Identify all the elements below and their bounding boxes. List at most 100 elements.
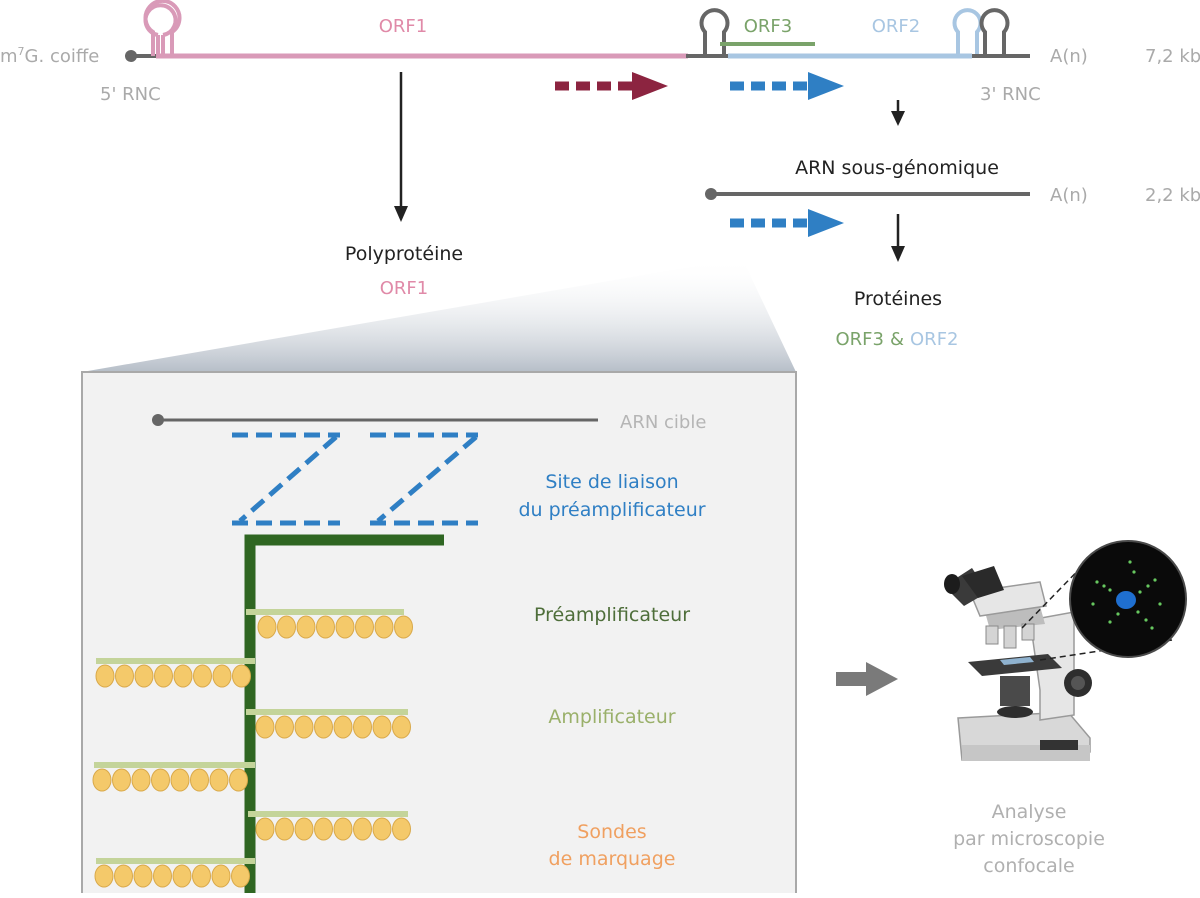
target-rna-label: ARN cible: [620, 412, 706, 433]
arrow-to-proteins: [891, 214, 905, 262]
orf3-label: ORF3: [744, 16, 792, 37]
microscope-stage-slide: [1000, 657, 1034, 665]
microscope-light: [997, 706, 1033, 718]
label-probe: [114, 864, 133, 888]
label-probe: [374, 615, 394, 639]
label-probe: [294, 817, 314, 841]
eyepiece-right: [962, 566, 1004, 598]
subgenomic-size: 2,2 kb: [1145, 185, 1200, 206]
proteins-orf3: ORF3: [835, 329, 883, 350]
label-probe: [133, 864, 153, 888]
label-probe: [190, 768, 209, 792]
stem-loop-3prime-grey: [979, 8, 1010, 56]
label-probe: [232, 664, 251, 688]
microscope-label-3: confocale: [983, 855, 1074, 877]
label-probe: [112, 768, 131, 792]
focus-knob-small: [1071, 676, 1085, 690]
label-probe: [229, 768, 248, 792]
signal-dots: [1091, 560, 1162, 630]
microscope-label-2: par microscopie: [953, 828, 1105, 850]
polya-label: A(n): [1050, 46, 1088, 67]
label-probe: [257, 615, 277, 639]
subgenomic-polya: A(n): [1050, 185, 1088, 206]
label-probe: [170, 768, 190, 792]
label-probe: [335, 615, 355, 639]
polyprotein-orf: ORF1: [380, 278, 428, 299]
binding-site-label-2: du préamplificateur: [518, 499, 705, 521]
label-probe: [151, 768, 170, 792]
objective-1: [985, 625, 999, 645]
label-probe: [212, 664, 232, 688]
utr3-label: 3' RNC: [980, 84, 1041, 105]
label-probe: [255, 817, 275, 841]
stem-loop-junction: [699, 8, 730, 56]
label-probe: [294, 715, 314, 739]
label-probe: [333, 817, 353, 841]
proteins-orfs: ORF3&ORF2: [835, 329, 958, 350]
label-probe: [153, 864, 172, 888]
preamplifier-label: Préamplificateur: [534, 604, 690, 626]
label-probe: [193, 664, 212, 688]
microscope-base-slot: [1040, 740, 1078, 750]
label-probe: [333, 715, 353, 739]
label-probe: [94, 864, 114, 888]
arrow-to-polyprotein: [394, 72, 408, 222]
arrow-to-subgenomic: [891, 100, 905, 126]
utr5-label: 5' RNC: [100, 84, 161, 105]
binding-site-z-pairs: [232, 432, 478, 526]
label-probe: [154, 664, 173, 688]
subgenomic-title: ARN sous-génomique: [795, 157, 999, 179]
stem-loop-5prime-left: [143, 0, 182, 56]
label-probe: [296, 615, 316, 639]
label-probe: [314, 715, 333, 739]
orf1-label: ORF1: [379, 16, 427, 37]
label-probe: [92, 768, 112, 792]
objective-3: [1021, 623, 1035, 641]
proteins-amp: &: [890, 329, 904, 350]
inset-panel: ARN cible Site de liaison du préamplific…: [81, 371, 797, 898]
arrow-to-microscope: [836, 662, 898, 696]
label-probe: [95, 664, 115, 688]
zoom-wedge: [82, 258, 796, 372]
label-probe: [211, 864, 231, 888]
label-probe: [355, 615, 374, 639]
probes-label-2: de marquage: [549, 848, 676, 870]
label-probe: [172, 864, 192, 888]
proteins-orf2: ORF2: [910, 329, 958, 350]
label-probe: [372, 715, 392, 739]
label-probe: [115, 664, 134, 688]
objective-2: [1003, 625, 1017, 649]
microscope-stage: [968, 654, 1062, 676]
label-probe: [314, 817, 333, 841]
label-probe: [134, 664, 154, 688]
label-probe: [372, 817, 392, 841]
label-probe: [209, 768, 229, 792]
translation-arrow-orf1: [555, 72, 668, 100]
proteins-title: Protéines: [854, 288, 942, 310]
cell-nucleus: [1116, 591, 1136, 609]
label-probe: [353, 817, 372, 841]
microscope-illustration: Analyse par microscopie confocale: [944, 540, 1187, 877]
translation-arrow-orf2: [730, 72, 844, 100]
genome-diagram: m7G. coiffe 5' RNC ORF1 ORF3 ORF2 A(n) 7…: [0, 0, 1200, 105]
cap-label: m7G. coiffe: [0, 45, 99, 67]
microscope-label-1: Analyse: [992, 801, 1067, 823]
label-probe: [392, 817, 411, 841]
genome-size-label: 7,2 kb: [1145, 46, 1200, 67]
label-probe: [316, 615, 335, 639]
label-probe: [173, 664, 193, 688]
inset-background: [81, 371, 797, 898]
amplifiers: [92, 609, 413, 888]
label-probe: [231, 864, 250, 888]
confocal-view: [1069, 540, 1187, 658]
label-probe: [255, 715, 275, 739]
label-probe: [394, 615, 413, 639]
label-probe: [392, 715, 411, 739]
label-probe: [192, 864, 211, 888]
orf2-label: ORF2: [872, 16, 920, 37]
view-connector-1: [1021, 551, 1097, 629]
label-probe: [275, 817, 294, 841]
probes-label-1: Sondes: [577, 821, 646, 843]
preamplifier: [244, 534, 444, 893]
